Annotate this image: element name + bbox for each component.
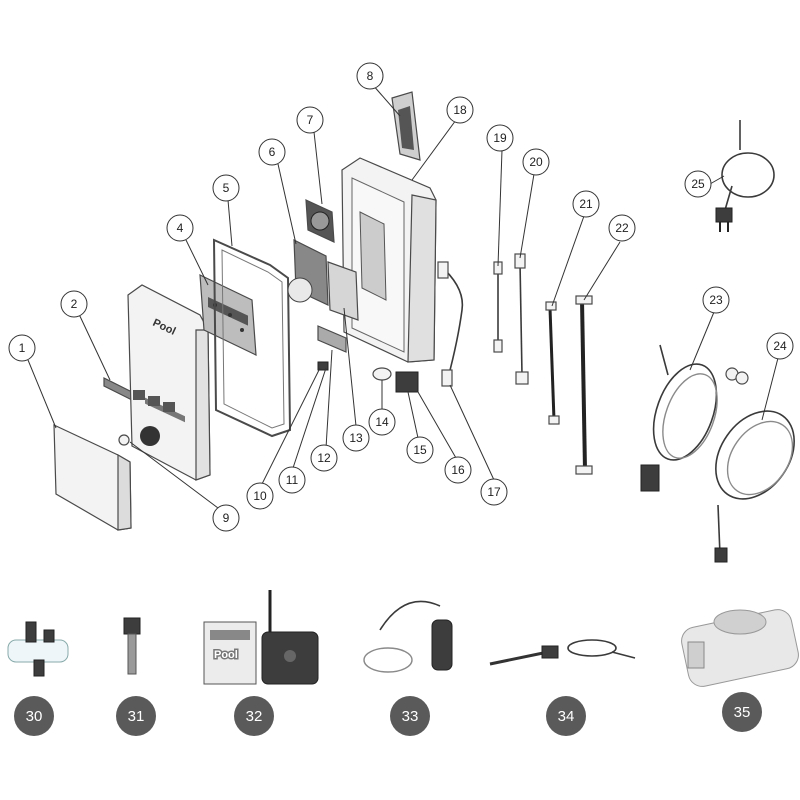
svg-text:31: 31 <box>128 708 145 725</box>
badge-33: 33 <box>390 696 430 736</box>
callout-25: 25 <box>684 170 712 198</box>
part-terminal-block <box>317 325 347 353</box>
part-rear-housing <box>341 157 437 363</box>
svg-text:2: 2 <box>71 297 78 311</box>
svg-text:4: 4 <box>177 221 184 235</box>
callout-6: 6 <box>258 138 286 166</box>
svg-text:14: 14 <box>375 415 389 429</box>
part-gasket-frame <box>212 238 292 438</box>
svg-text:30: 30 <box>26 708 43 725</box>
svg-text:16: 16 <box>451 463 465 477</box>
callout-1: 1 <box>8 334 36 362</box>
svg-text:9: 9 <box>223 511 230 525</box>
callout-10: 10 <box>246 482 274 510</box>
callout-11: 11 <box>278 466 306 494</box>
part-ribbon-cable-21 <box>545 301 560 425</box>
svg-text:20: 20 <box>529 155 543 169</box>
callout-24: 24 <box>766 332 794 360</box>
part-small-connector <box>317 361 329 371</box>
part-cable-20 <box>514 253 529 385</box>
svg-text:23: 23 <box>709 293 723 307</box>
callout-23: 23 <box>702 286 730 314</box>
svg-text:8: 8 <box>367 69 374 83</box>
callout-5: 5 <box>212 174 240 202</box>
accessory-control-module: Pool <box>203 590 319 685</box>
svg-text:1: 1 <box>19 341 26 355</box>
part-front-housing: Pool <box>127 284 211 481</box>
callout-16: 16 <box>444 456 472 484</box>
part-transformer <box>287 239 329 306</box>
accessory-cell <box>7 621 69 677</box>
callout-12: 12 <box>310 444 338 472</box>
svg-text:17: 17 <box>487 485 501 499</box>
module-logo: Pool <box>214 649 238 661</box>
svg-text:5: 5 <box>223 181 230 195</box>
part-power-cable-coil <box>640 344 718 492</box>
svg-text:32: 32 <box>246 708 263 725</box>
svg-text:15: 15 <box>413 443 427 457</box>
part-fan <box>305 199 335 243</box>
svg-text:19: 19 <box>493 131 507 145</box>
callout-17: 17 <box>480 478 508 506</box>
part-cable-19 <box>493 261 503 353</box>
svg-text:12: 12 <box>317 451 331 465</box>
callout-18: 18 <box>446 96 474 124</box>
callout-19: 19 <box>486 124 514 152</box>
svg-text:35: 35 <box>734 704 751 721</box>
callout-20: 20 <box>522 148 550 176</box>
badge-35: 35 <box>722 692 762 732</box>
part-grommet <box>372 367 392 381</box>
display-buttons <box>133 390 175 412</box>
svg-text:18: 18 <box>453 103 467 117</box>
part-bracket <box>391 91 421 161</box>
svg-text:33: 33 <box>402 708 419 725</box>
svg-text:13: 13 <box>349 431 363 445</box>
svg-text:34: 34 <box>558 708 575 725</box>
svg-text:24: 24 <box>773 339 787 353</box>
part-relay <box>395 371 419 393</box>
part-cable-harness <box>437 261 464 387</box>
svg-text:10: 10 <box>253 489 267 503</box>
callout-15: 15 <box>406 436 434 464</box>
badge-31: 31 <box>116 696 156 736</box>
badge-32: 32 <box>234 696 274 736</box>
svg-text:7: 7 <box>307 113 314 127</box>
accessory-flow-cell <box>681 609 799 687</box>
callout-8: 8 <box>356 62 384 90</box>
accessory-probe <box>123 617 141 675</box>
part-knob <box>118 434 130 446</box>
part-power-adapter <box>715 120 775 232</box>
svg-text:22: 22 <box>615 221 629 235</box>
callout-21: 21 <box>572 190 600 218</box>
part-label-strip <box>103 377 133 401</box>
callout-22: 22 <box>608 214 636 242</box>
callout-7: 7 <box>296 106 324 134</box>
callout-4: 4 <box>166 214 194 242</box>
part-ribbon-cable-22 <box>575 295 593 475</box>
callout-14: 14 <box>368 408 396 436</box>
svg-text:6: 6 <box>269 145 276 159</box>
accessory-probe-cable <box>489 639 636 666</box>
callout-2: 2 <box>60 290 88 318</box>
callout-13: 13 <box>342 424 370 452</box>
svg-text:21: 21 <box>579 197 593 211</box>
callout-9: 9 <box>212 504 240 532</box>
svg-text:11: 11 <box>286 473 299 487</box>
part-front-cover <box>53 424 132 531</box>
leader-lines <box>27 83 779 509</box>
part-sensor-cable-coil <box>714 367 795 563</box>
badge-30: 30 <box>14 696 54 736</box>
badge-34: 34 <box>546 696 586 736</box>
svg-text:25: 25 <box>691 177 705 191</box>
part-capacitor <box>327 261 359 321</box>
accessory-clamp-sensor <box>363 600 453 673</box>
